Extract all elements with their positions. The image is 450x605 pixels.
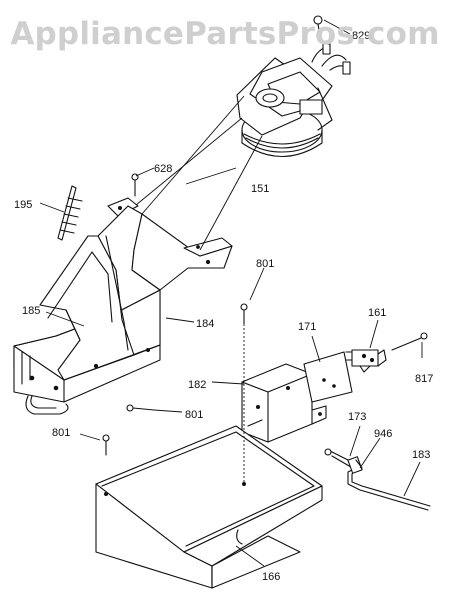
part-173-946-clip [347,456,363,474]
callout-166: 166 [262,571,280,583]
part-151-motor [236,43,351,158]
part-195-spring [57,185,83,241]
callout-829: 829 [352,30,370,42]
screw-801-middle [126,404,155,412]
screw-801-bottom [102,434,110,456]
screw-628 [131,173,139,197]
part-182-bracket [241,363,327,443]
callout-801-middle: 801 [185,409,203,421]
callout-185: 185 [22,305,40,317]
callout-946: 946 [374,428,392,440]
callout-184: 184 [196,318,214,330]
part-171-plate [303,351,353,403]
screw-801-top [240,303,248,325]
callout-195: 195 [14,199,32,211]
screw-829 [313,15,351,37]
leader-lines [39,167,423,567]
callout-183: 183 [412,449,430,461]
callout-628: 628 [154,163,172,175]
callout-171: 171 [298,321,316,333]
callout-801-bottom: 801 [52,427,70,439]
callout-817: 817 [415,373,433,385]
screw-817 [391,332,428,351]
callout-161: 161 [368,307,386,319]
part-166-pan [95,425,323,589]
callout-173: 173 [348,411,366,423]
callout-labels: 829 151 628 195 185 184 801 801 801 171 … [14,30,433,583]
projection-lines [135,95,263,251]
callout-151: 151 [251,183,269,195]
callout-801-top: 801 [256,258,274,270]
part-185-184-bracket [13,197,233,415]
part-161-switch [345,349,387,373]
callout-182: 182 [188,379,206,391]
